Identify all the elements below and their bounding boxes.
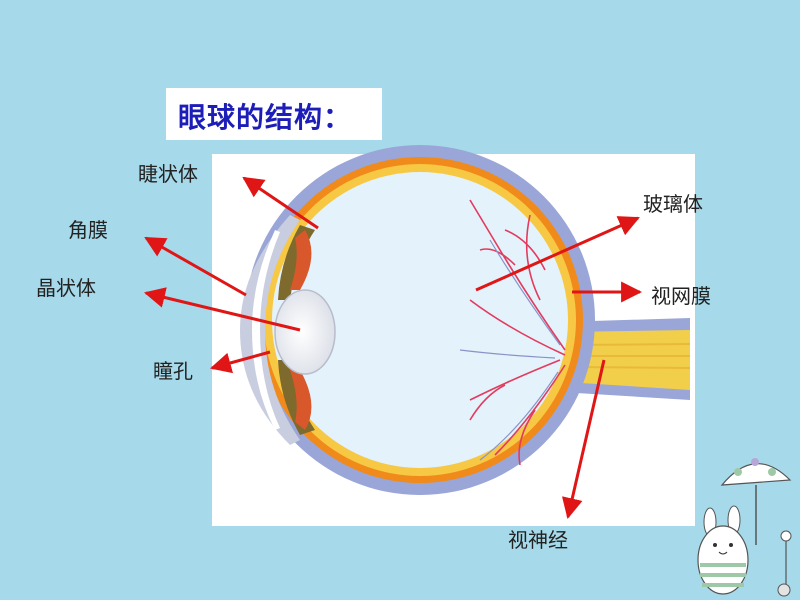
umbrella-icon <box>720 458 792 545</box>
blood-vessels-blue <box>459 239 561 461</box>
lens <box>274 289 336 375</box>
label-optic-nerve: 视神经 <box>508 528 568 552</box>
arrow-pupil <box>209 350 271 374</box>
label-vitreous: 玻璃体 <box>643 192 703 216</box>
title-box: 眼球的结构： <box>166 88 382 140</box>
arrow-cornea <box>144 236 247 297</box>
flower-icon <box>777 530 792 597</box>
label-cornea: 角膜 <box>68 218 108 242</box>
label-ciliary-body: 睫状体 <box>138 162 198 186</box>
arrow-ciliary-body <box>242 176 319 230</box>
page-title: 眼球的结构： <box>178 101 353 134</box>
arrow-optic-nerve <box>561 359 606 520</box>
arrow-lens <box>143 287 301 332</box>
arrow-vitreous <box>475 216 640 292</box>
anterior-segment <box>240 215 315 445</box>
label-arrows <box>143 176 643 520</box>
bunny-icon <box>697 505 749 595</box>
label-retina: 视网膜 <box>651 284 711 308</box>
label-lens: 晶状体 <box>36 276 96 300</box>
label-pupil: 瞳孔 <box>153 359 193 383</box>
